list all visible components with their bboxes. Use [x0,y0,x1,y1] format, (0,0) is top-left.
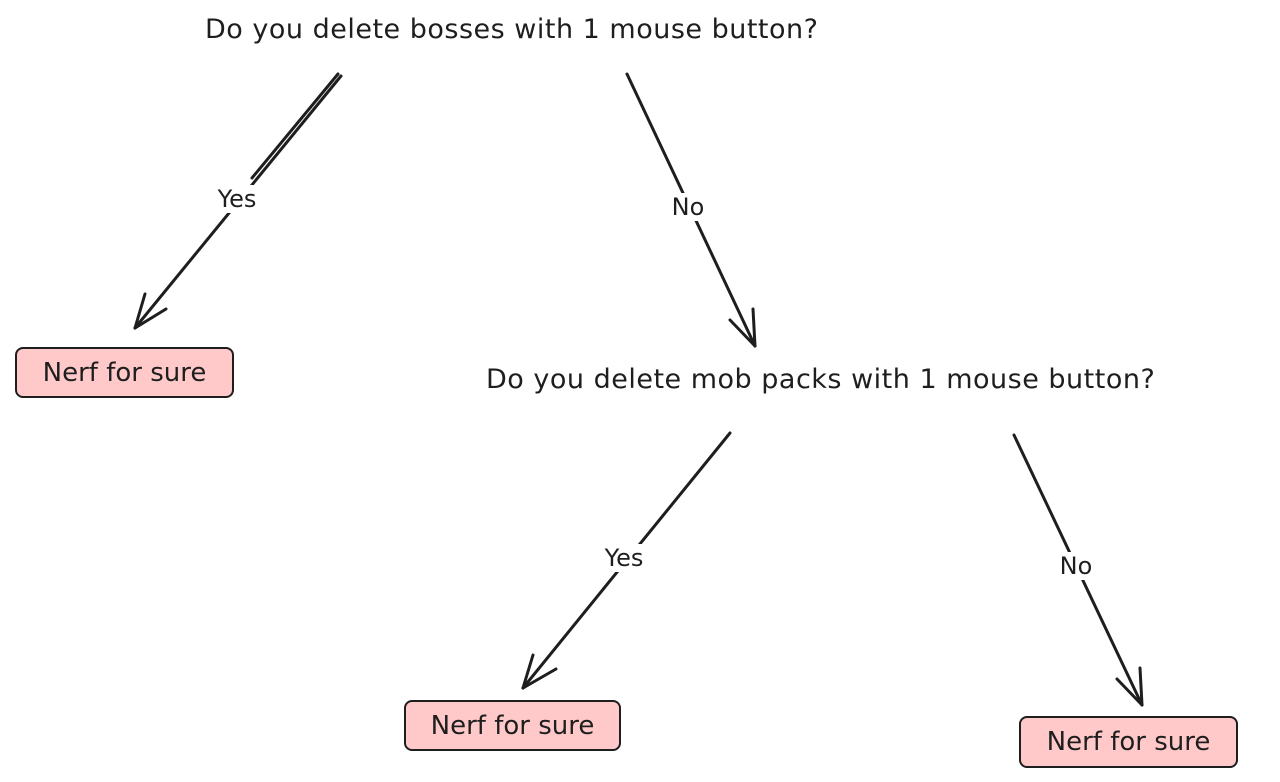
edge-label-q2-yes: Yes [602,544,646,572]
question-bosses: Do you delete bosses with 1 mouse button… [205,14,819,45]
question-mob-packs: Do you delete mob packs with 1 mouse but… [486,364,1156,395]
leaf-nerf-2: Nerf for sure [404,700,621,751]
leaf-nerf-3: Nerf for sure [1019,716,1238,768]
edge-label-q1-no: No [669,193,707,221]
leaf-nerf-1: Nerf for sure [15,347,234,398]
edge-label-q2-no: No [1057,552,1095,580]
edge-label-q1-yes: Yes [215,185,259,213]
